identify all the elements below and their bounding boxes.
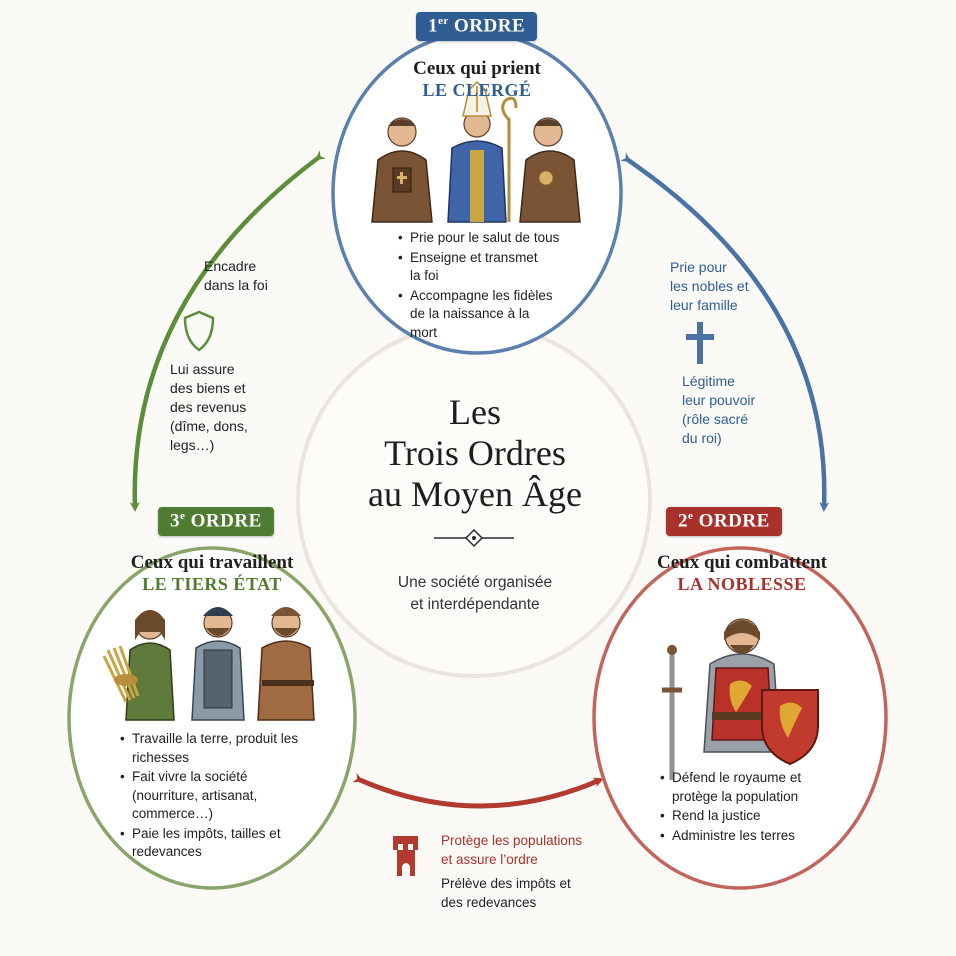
note-line: legs…) bbox=[170, 437, 215, 453]
order-3-tag: 3e ORDRE bbox=[158, 507, 274, 537]
page-title: Les Trois Ordres au Moyen Âge bbox=[330, 392, 620, 515]
clerge-heading: Ceux qui prient LE CLERGÉ bbox=[377, 58, 577, 101]
page-subtitle: Une société organisée et interdépendante bbox=[350, 572, 600, 616]
note-prie-nobles: Prie pour les nobles et leur famille bbox=[670, 258, 749, 315]
note-line: Encadre bbox=[204, 258, 257, 274]
noblesse-bullets: Défend le royaume et protège la populati… bbox=[660, 769, 830, 846]
note-line: Prie pour bbox=[670, 259, 727, 275]
note-line: (dîme, dons, bbox=[170, 418, 248, 434]
note-legitime: Légitime leur pouvoir (rôle sacré du roi… bbox=[682, 372, 755, 448]
peasant-woman-figure bbox=[102, 610, 175, 721]
note-line: des biens et bbox=[170, 380, 246, 396]
knight-illustration bbox=[662, 618, 819, 780]
note-line: dans la foi bbox=[204, 277, 268, 293]
tiers-illustration bbox=[102, 607, 315, 721]
monk-left-figure bbox=[371, 117, 433, 223]
subtitle-line: Une société organisée bbox=[397, 574, 553, 591]
bullet-item: Paie les impôts, tailles et redevances bbox=[120, 825, 282, 862]
title-line: Trois Ordres bbox=[384, 433, 566, 473]
bullet-item: Prie pour le salut de tous bbox=[398, 229, 570, 248]
bullet-item: Rend la justice bbox=[660, 807, 830, 826]
note-line: leur famille bbox=[670, 297, 738, 313]
note-line: les nobles et bbox=[670, 278, 749, 294]
note-line: des revenus bbox=[170, 399, 247, 415]
noblesse-heading: Ceux qui combattent LA NOBLESSE bbox=[632, 552, 852, 595]
note-line: Protège les populations bbox=[441, 833, 583, 848]
clergy-illustration bbox=[371, 80, 581, 223]
noblesse-title: Ceux qui combattent bbox=[657, 552, 827, 573]
craftsman-figure bbox=[191, 607, 245, 721]
arrow-clerge-tiers bbox=[129, 150, 326, 512]
order-1-tag: 1er ORDRE bbox=[416, 12, 538, 42]
note-assure-biens: Lui assure des biens et des revenus (dîm… bbox=[170, 360, 248, 455]
tiers-title: Ceux qui travaillent bbox=[130, 552, 294, 573]
castle-tower-icon bbox=[393, 836, 418, 876]
bullet-item: Fait vivre la société (nourriture, artis… bbox=[120, 768, 282, 824]
bullet-item: Enseigne et transmet la foi bbox=[398, 249, 550, 286]
title-line: au Moyen Âge bbox=[368, 474, 582, 514]
note-line: des redevances bbox=[441, 895, 537, 910]
note-line: leur pouvoir bbox=[682, 392, 756, 408]
order-2-tag: 2e ORDRE bbox=[666, 507, 782, 537]
tiers-heading: Ceux qui travaillent LE TIERS ÉTAT bbox=[112, 552, 312, 595]
note-preleve: Prélève des impôts et des redevances bbox=[441, 874, 571, 912]
note-protege: Protège les populations et assure l’ordr… bbox=[441, 831, 582, 869]
arrow-tiers-noblesse bbox=[352, 773, 604, 809]
farmer-figure bbox=[257, 607, 315, 721]
note-line: Lui assure bbox=[170, 361, 235, 377]
note-line: et assure l’ordre bbox=[441, 852, 538, 867]
ornament-divider-icon bbox=[434, 528, 514, 548]
note-line: Prélève des impôts et bbox=[441, 876, 571, 891]
bullet-item: Accompagne les fidèles de la naissance à… bbox=[398, 287, 560, 343]
note-encadre: Encadre dans la foi bbox=[204, 257, 268, 295]
clerge-bullets: Prie pour le salut de tous Enseigne et t… bbox=[398, 229, 570, 343]
monk-right-figure bbox=[519, 117, 581, 223]
noblesse-name: LA NOBLESSE bbox=[677, 573, 807, 594]
bullet-item: Défend le royaume et protège la populati… bbox=[660, 769, 840, 806]
bullet-item: Administre les terres bbox=[660, 827, 830, 846]
clerge-name: LE CLERGÉ bbox=[422, 79, 532, 100]
note-line: (rôle sacré bbox=[682, 411, 749, 427]
note-line: Légitime bbox=[682, 373, 735, 389]
cross-icon bbox=[686, 322, 714, 364]
note-line: du roi) bbox=[682, 430, 722, 446]
tiers-name: LE TIERS ÉTAT bbox=[142, 573, 282, 594]
bishop-figure bbox=[447, 80, 518, 223]
title-line: Les bbox=[449, 392, 501, 432]
arrow-clerge-noblesse bbox=[620, 152, 830, 512]
bullet-item: Travaille la terre, produit les richesse… bbox=[120, 730, 308, 767]
shield-icon bbox=[183, 310, 215, 352]
clerge-title: Ceux qui prient bbox=[413, 58, 541, 79]
subtitle-line: et interdépendante bbox=[410, 596, 540, 613]
tiers-bullets: Travaille la terre, produit les richesse… bbox=[120, 730, 298, 863]
